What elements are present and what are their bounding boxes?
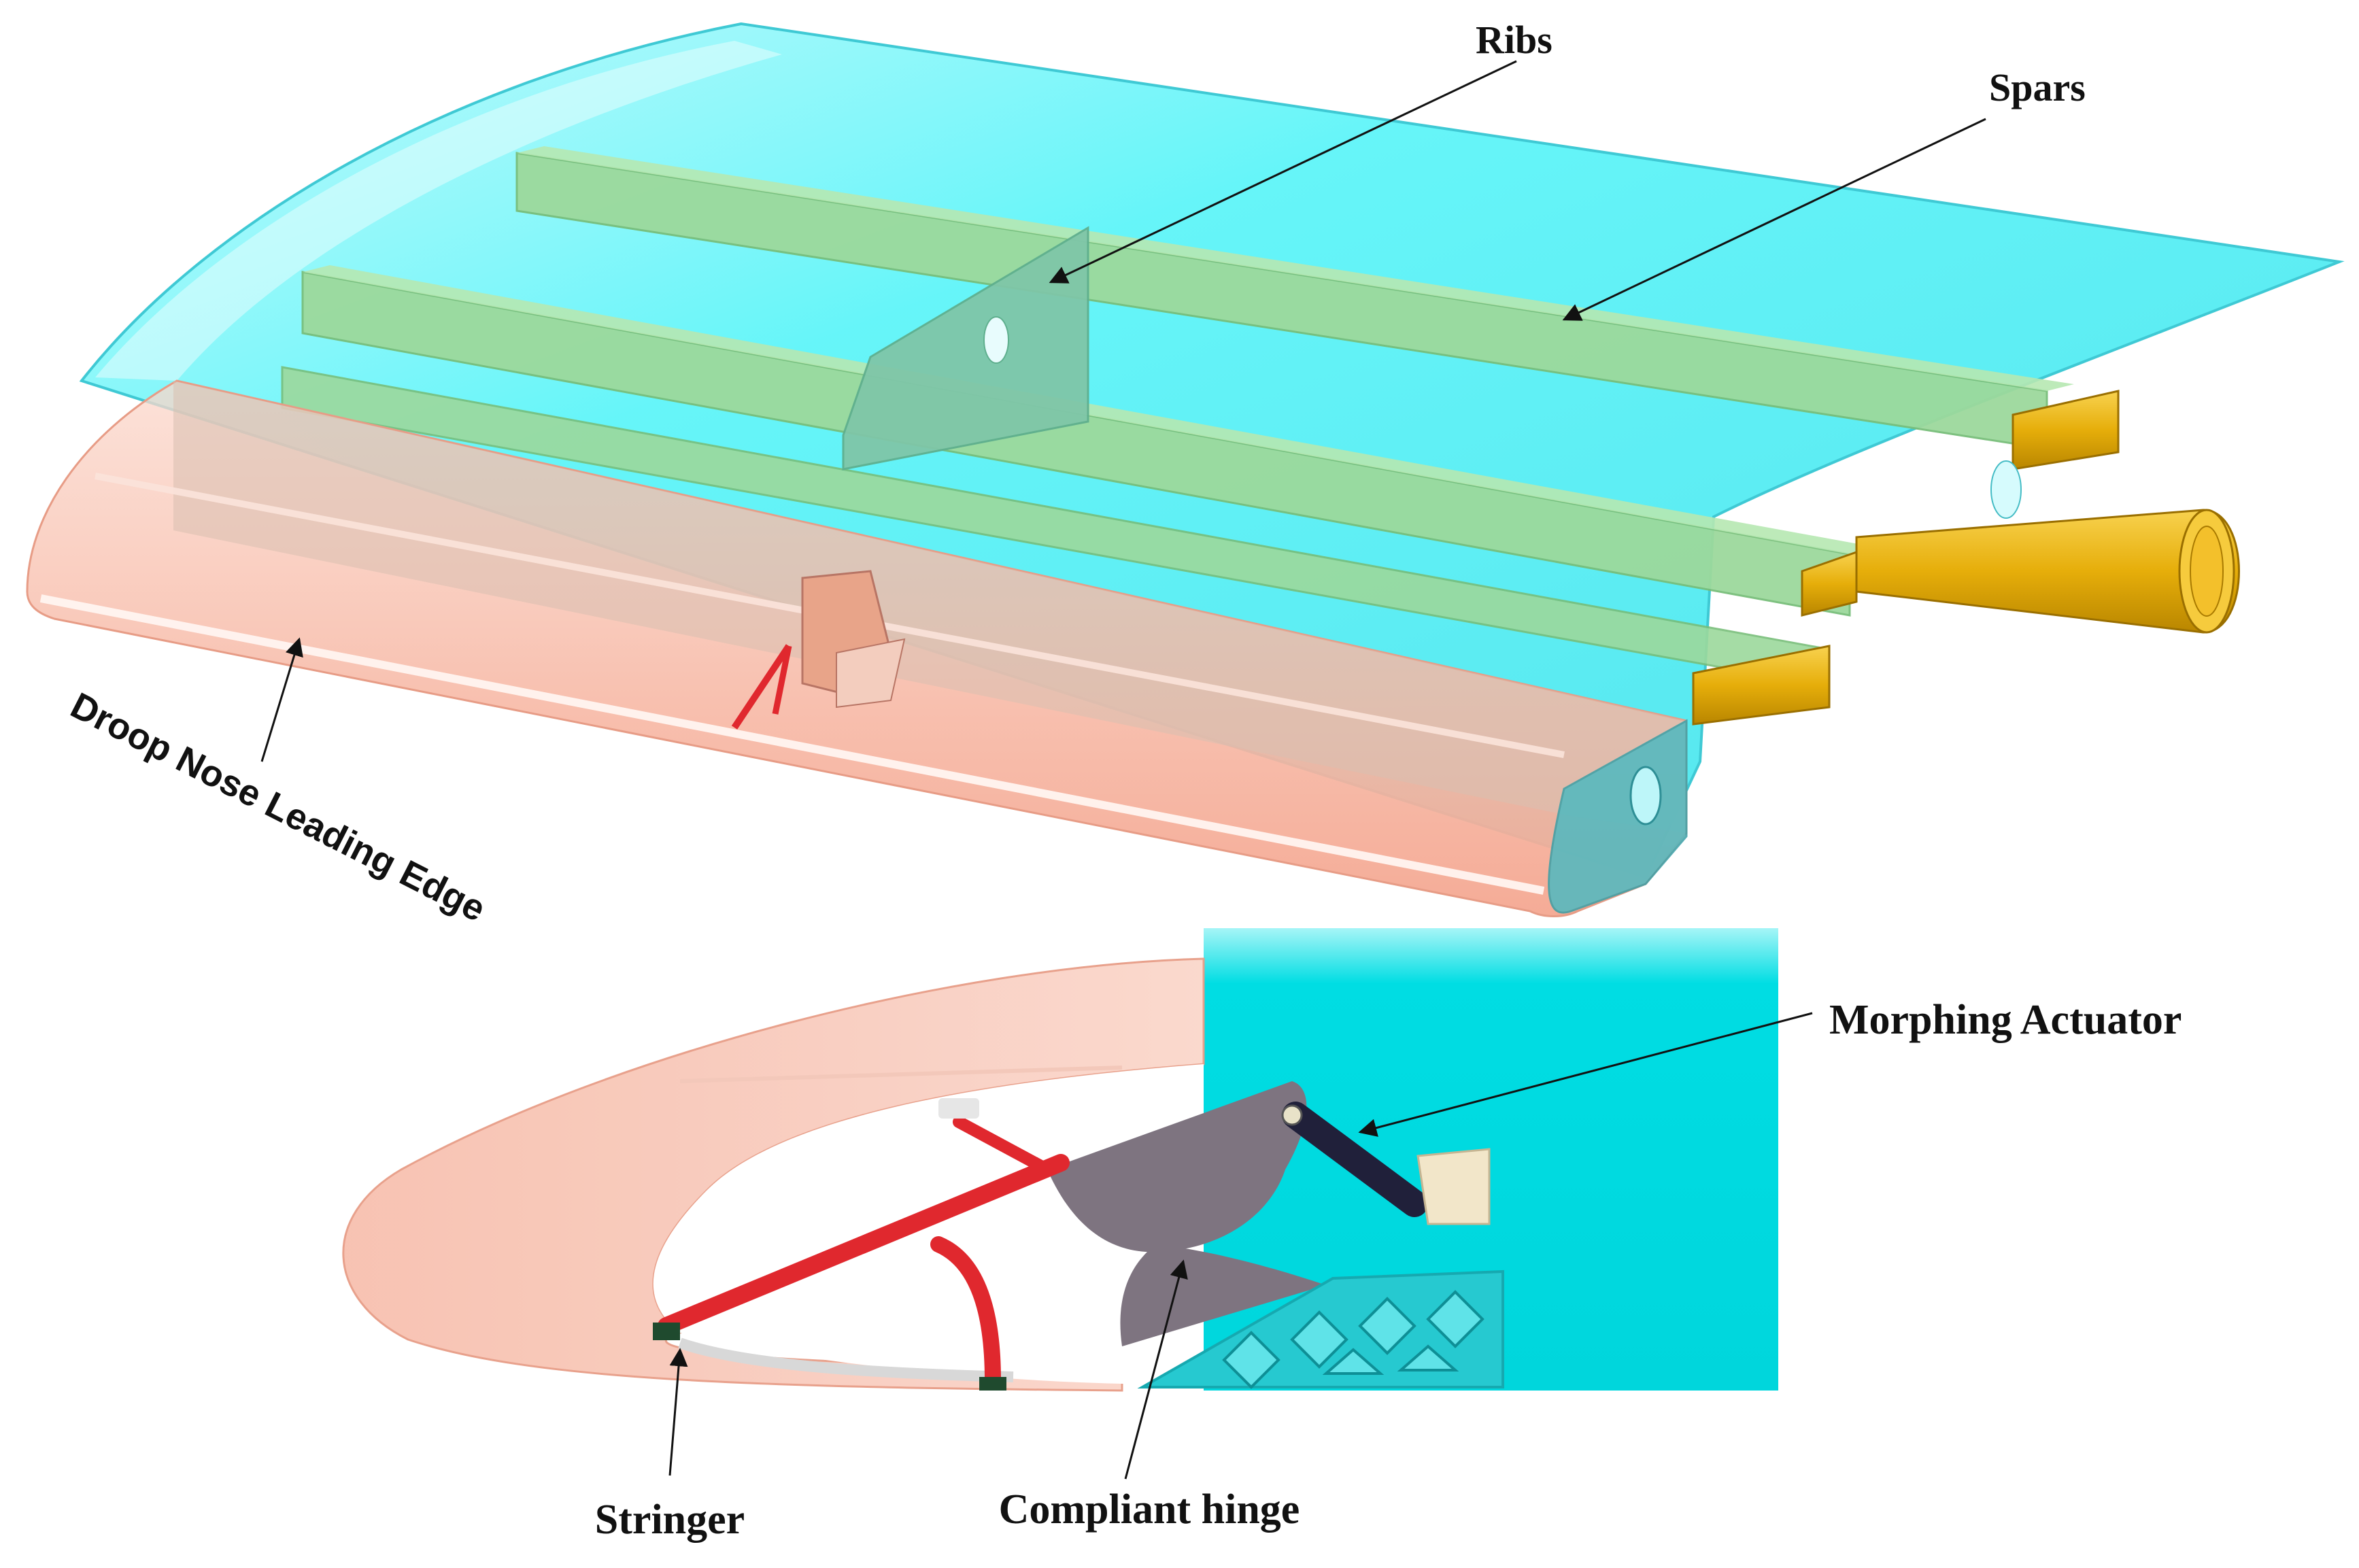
front-spar-cap — [1692, 645, 1831, 726]
actuator-leader — [1358, 1012, 1813, 1137]
label-stringer: Stringer — [595, 1497, 745, 1543]
actuator-pivot — [1281, 1104, 1303, 1126]
spars-leader — [1562, 118, 1986, 321]
label-spars: Spars — [1989, 65, 2086, 109]
label-morphing-actuator: Morphing Actuator — [1829, 997, 2182, 1043]
skin-highlight — [95, 41, 782, 381]
stringer-leader — [668, 1348, 688, 1476]
end-rib-hole — [1629, 766, 1662, 825]
middle-spar-cap — [1801, 550, 1858, 617]
label-compliant-hinge: Compliant hinge — [999, 1486, 1300, 1533]
rib-plate — [842, 226, 1089, 471]
hinge-upper-lobe — [1047, 1081, 1307, 1252]
mini-lattice — [836, 638, 906, 709]
rear-spar-cap — [2012, 390, 2120, 471]
spar-middle-top — [303, 265, 1877, 554]
spar-fittings — [1692, 390, 2240, 726]
mini-link-b — [772, 645, 792, 715]
link-top-pad — [938, 1098, 979, 1119]
mini-mechanism — [731, 570, 906, 730]
actuator-rod — [1282, 1102, 1428, 1217]
vertical-link — [930, 1236, 1001, 1388]
actuator-bracket — [1416, 1148, 1491, 1225]
leading-edge-inner-panel — [173, 381, 1686, 833]
annotation-leaders — [260, 60, 1986, 1480]
detail-lower-stringer — [678, 1337, 1014, 1382]
bottom-stringer-foot — [979, 1377, 1006, 1391]
label-ribs: Ribs — [1476, 18, 1552, 62]
torque-tube-bore — [2190, 526, 2224, 617]
detail-skin-line — [679, 1066, 1123, 1083]
label-droop-nose: Droop Nose Leading Edge — [65, 685, 492, 930]
spar-rear-top — [517, 146, 2074, 391]
spar-group — [281, 146, 2074, 688]
mini-link-a — [731, 644, 792, 730]
end-rib-hole-rear — [1990, 460, 2022, 519]
wing-box-3d — [26, 22, 2345, 917]
main-link — [658, 1154, 1070, 1335]
rib — [842, 226, 1089, 471]
left-stringer-foot — [653, 1323, 680, 1340]
spar-middle — [301, 271, 1851, 617]
detail-section — [342, 928, 1778, 1392]
upper-link — [953, 1116, 1053, 1176]
lattice-diamonds — [1222, 1290, 1484, 1389]
rib-lightening-hole — [983, 316, 1009, 364]
ribs-leader — [1049, 60, 1517, 284]
compliant-mechanism — [658, 1116, 1070, 1388]
droop-nose-leader — [260, 637, 303, 762]
hinge-leader — [1124, 1259, 1188, 1480]
